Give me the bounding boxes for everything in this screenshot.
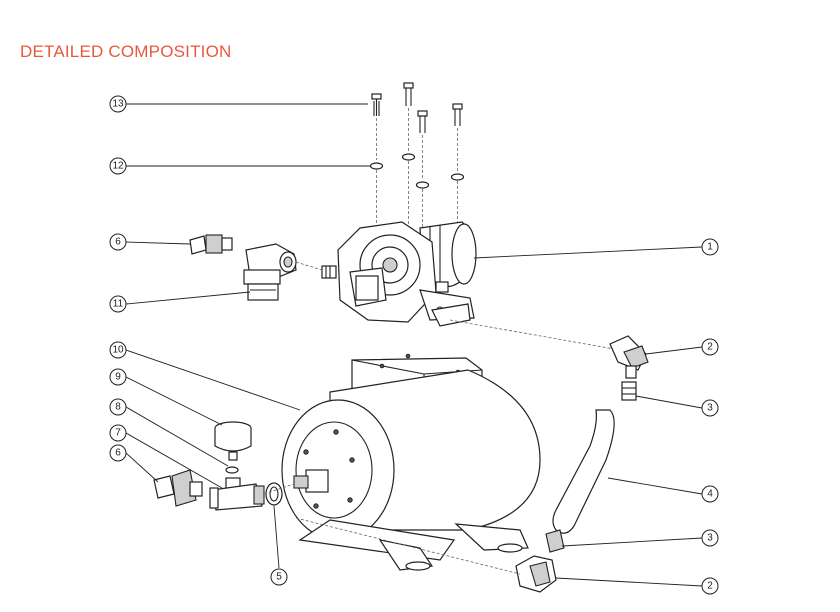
callout-6-top: 6 — [109, 233, 127, 251]
callout-2-bottom-label: 2 — [707, 581, 713, 592]
callout-3-top-label: 3 — [707, 403, 713, 414]
callout-1-label: 1 — [707, 242, 713, 253]
strainer — [243, 243, 297, 301]
elbow-fitting-top — [609, 335, 649, 379]
screw — [452, 103, 463, 126]
pump — [321, 221, 477, 327]
callout-5: 5 — [270, 568, 288, 586]
callout-6-bottom-label: 6 — [115, 448, 121, 459]
callout-13-label: 13 — [112, 99, 124, 110]
callout-10: 10 — [109, 341, 127, 359]
page-title: DETAILED COMPOSITION — [20, 42, 232, 61]
callout-12: 12 — [109, 157, 127, 175]
callout-5-label: 5 — [276, 572, 282, 583]
callout-9-label: 9 — [115, 372, 121, 383]
screws — [371, 82, 463, 180]
callout-3-bottom-label: 3 — [707, 533, 713, 544]
callout-6-top-label: 6 — [115, 237, 121, 248]
callout-9: 9 — [109, 368, 127, 386]
hose-barb-bottom — [153, 469, 203, 507]
o-ring-small — [225, 466, 239, 474]
leader-lines — [125, 103, 703, 587]
callout-2-top: 2 — [701, 338, 719, 356]
callout-8: 8 — [109, 398, 127, 416]
hose-nipple-top — [621, 381, 637, 401]
callout-3-top: 3 — [701, 399, 719, 417]
hose-barb-top — [189, 234, 233, 255]
callout-4: 4 — [701, 485, 719, 503]
callout-11-label: 11 — [113, 299, 124, 310]
screw — [417, 110, 428, 133]
callout-10-label: 10 — [112, 345, 124, 356]
callout-12-label: 12 — [112, 161, 124, 172]
callout-1: 1 — [701, 238, 719, 256]
callout-11: 11 — [109, 295, 127, 313]
hose-nipple-bottom — [545, 529, 565, 553]
callout-3-bottom: 3 — [701, 529, 719, 547]
callout-7-label: 7 — [115, 428, 121, 439]
callout-7: 7 — [109, 424, 127, 442]
callout-8-label: 8 — [115, 402, 121, 413]
callout-4-label: 4 — [707, 489, 713, 500]
callout-6-bottom: 6 — [109, 444, 127, 462]
tee-fitting — [209, 477, 265, 511]
elbow-fitting-bottom — [515, 555, 557, 593]
callout-2-bottom: 2 — [701, 577, 719, 595]
screw — [371, 93, 382, 116]
pressure-tank — [281, 369, 541, 571]
seal-ring — [265, 482, 283, 506]
pressure-gauge — [214, 421, 252, 461]
callout-2-top-label: 2 — [707, 342, 713, 353]
screw — [403, 82, 414, 106]
flexible-hose — [552, 409, 615, 534]
callout-13: 13 — [109, 95, 127, 113]
